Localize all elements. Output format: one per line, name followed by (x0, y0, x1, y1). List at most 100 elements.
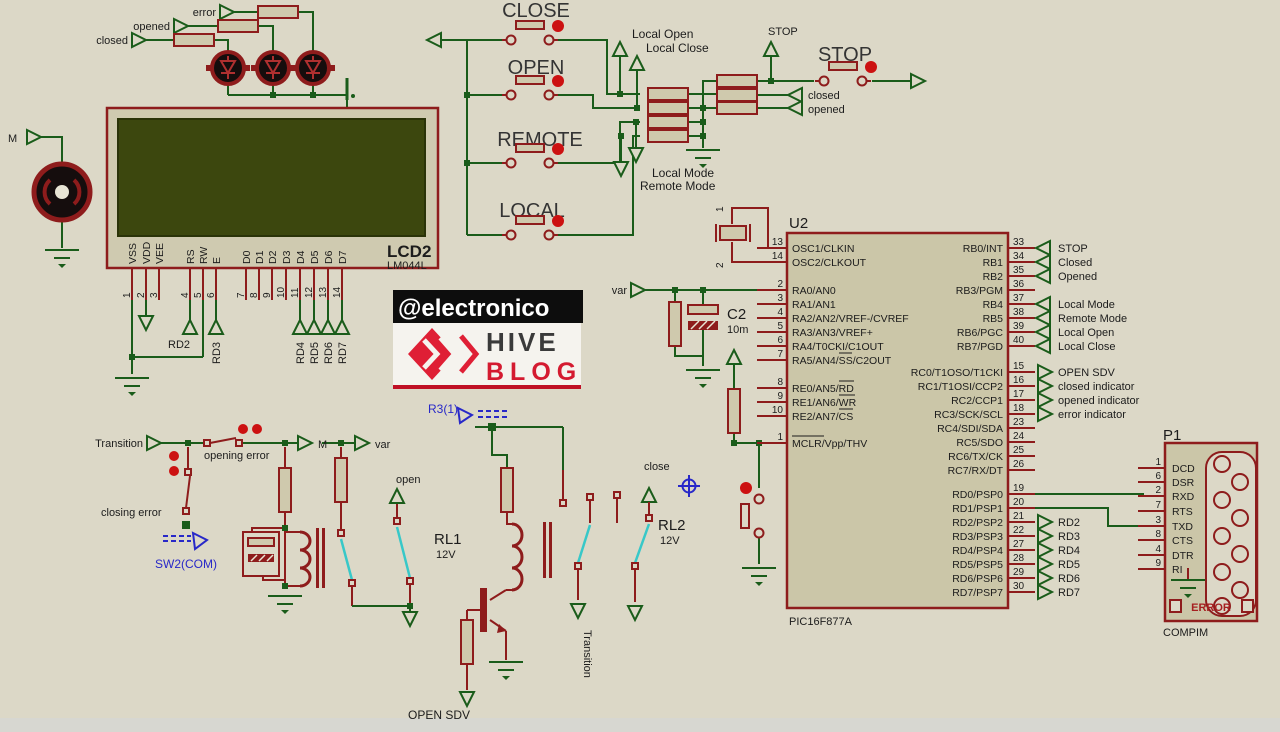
lcd-module: LCD2 LM044L VSS VDD VEE RS RW E D0 D1 D2… (105, 106, 440, 397)
rd3-label: RD3 (211, 342, 223, 364)
u2-pin-number: 40 (1013, 335, 1025, 346)
crystal-pin-number: 1 (715, 206, 726, 212)
lcd-pin-number: 12 (304, 286, 315, 298)
p1-pin-number: 7 (1155, 500, 1161, 511)
local-mode-label: Local Mode (652, 166, 714, 180)
u2-pin-number: 1 (777, 432, 783, 443)
lcd-pin-label: D4 (295, 250, 307, 264)
lcd-pin-label: D0 (241, 250, 253, 264)
u2-pin-name: RA3/AN3/VREF+ (792, 327, 873, 339)
local-close-label: Local Close (646, 41, 709, 55)
rl2-driver-section: R3(1) OPEN SDV (408, 402, 567, 722)
p1-pin-name: DCD (1172, 463, 1195, 475)
u2-pin-name: OSC1/CLKIN (792, 243, 854, 255)
var-branch-resistor (334, 457, 348, 503)
rl2-contact-b[interactable] (633, 523, 651, 564)
lcd-screen (117, 118, 426, 237)
closed-feedback-label: closed (808, 90, 840, 102)
u2-pin-name: RB2 (983, 271, 1004, 283)
u2-part: PIC16F877A (789, 616, 853, 628)
var-output-label: var (375, 439, 391, 451)
rd4-label: RD4 (295, 342, 307, 364)
stop-terminal-label: STOP (768, 26, 798, 38)
var-resistor (668, 301, 682, 347)
p1-indicator-box (1169, 599, 1182, 613)
u2-pin-number: 6 (777, 335, 783, 346)
closing-error-switch[interactable] (184, 468, 192, 476)
transition-label: Transition (95, 438, 143, 450)
u2-pin-name: RA0/AN0 (792, 285, 836, 297)
p1-pin-name: CTS (1172, 535, 1193, 547)
rl2-contact-a[interactable] (576, 524, 592, 564)
u2-pin-terminal-label: STOP (1058, 243, 1088, 255)
p1-pin-name: RI (1172, 564, 1183, 576)
u2-pin-terminal-label: OPEN SDV (1058, 367, 1116, 379)
p1-pin-number: 8 (1155, 529, 1161, 540)
motor-section: M (8, 129, 93, 269)
p1-pin-number: 1 (1155, 457, 1161, 468)
series-resistor (716, 101, 758, 115)
u2-ref: U2 (789, 215, 808, 232)
opening-error-label: opening error (204, 450, 270, 462)
logo-handle: @electronico (398, 295, 549, 322)
u2-pin-name: RC2/CCP1 (951, 395, 1003, 407)
u2-pin-name: RC7/RX/DT (948, 465, 1004, 477)
rl1-contact-b[interactable] (395, 526, 412, 579)
lcd-pin-label: D7 (337, 250, 349, 264)
u2-pin-number: 21 (1013, 511, 1025, 522)
lcd-pin-label: RW (198, 247, 210, 264)
bottom-band (0, 718, 1280, 732)
pulldown-resistor (647, 129, 689, 143)
u2-pin-number: 8 (777, 377, 783, 388)
lcd-pin-number: 2 (136, 292, 147, 298)
close-terminal-label: close (644, 461, 670, 473)
p1-indicator-box (1241, 599, 1254, 613)
sw2-label: SW2(COM) (155, 557, 217, 571)
var-input-label: var (612, 285, 628, 297)
origin-marker-icon (678, 475, 700, 497)
u2-pin-name: RC5/SDO (956, 437, 1003, 449)
u2-pin-name: RC4/SDI/SDA (937, 423, 1003, 435)
rl1-contact-a[interactable] (339, 538, 354, 581)
u2-pin-number: 3 (777, 293, 783, 304)
lcd-pin-number: 10 (276, 286, 287, 298)
u2-pin-name: RB3/PGM (956, 285, 1003, 297)
u2-pin-terminal-label: Remote Mode (1058, 313, 1127, 325)
u2-pin-name: RD5/PSP5 (952, 559, 1003, 571)
u2-pin-number: 22 (1013, 525, 1025, 536)
u2-pin-number: 5 (777, 321, 783, 332)
lcd-pin-label: VDD (141, 241, 153, 264)
p1-pin-number: 6 (1155, 471, 1161, 482)
u2-pin-name: RC1/T1OSI/CCP2 (918, 381, 1003, 393)
local-open-label: Local Open (632, 27, 693, 41)
opened-feedback-label: opened (808, 104, 845, 116)
open-sdv-label: OPEN SDV (408, 708, 470, 722)
u2-chip: U2 PIC16F877A 13 OSC1/CLKIN 14 OSC2/CLKO… (757, 215, 1165, 628)
crystal (719, 225, 747, 241)
u2-pin-number: 10 (772, 405, 784, 416)
u2-pin-number: 13 (772, 237, 784, 248)
r3-label: R3(1) (428, 402, 458, 416)
stop-button-label: STOP (818, 44, 872, 66)
open-button-label: OPEN (508, 57, 565, 79)
remote-mode-label: Remote Mode (640, 179, 716, 193)
u2-pin-name: RC6/TX/CK (948, 451, 1003, 463)
u2-pin-name: RD2/PSP2 (952, 517, 1003, 529)
p1-error-label: ERROR (1191, 602, 1231, 614)
logo-brand: HIVE (486, 327, 559, 357)
u2-pin-name: RC0/T1OSO/T1CKI (911, 367, 1003, 379)
pulldown-resistor (647, 101, 689, 115)
u2-pin-number: 23 (1013, 417, 1025, 428)
p1-ref: P1 (1163, 427, 1181, 444)
u2-pin-terminal-label: RD3 (1058, 531, 1080, 543)
u2-pin-terminal-label: Closed (1058, 257, 1092, 269)
u2-pin-name: RB6/PGC (957, 327, 1004, 339)
u2-pin-number: 35 (1013, 265, 1025, 276)
r3-probe-icon (456, 406, 474, 425)
u2-pin-number: 25 (1013, 445, 1025, 456)
u2-pin-number: 29 (1013, 567, 1025, 578)
u2-pin-name: RB1 (983, 257, 1004, 269)
u2-pin-terminal-label: Local Close (1058, 341, 1115, 353)
lcd-pin-number: 6 (206, 292, 217, 298)
rl1-coil-resistor (278, 467, 292, 513)
